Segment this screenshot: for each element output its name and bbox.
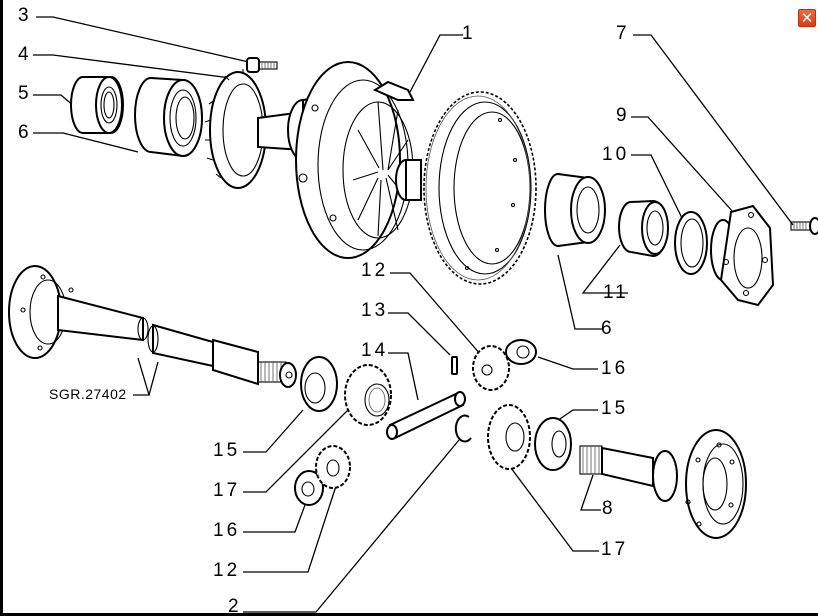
leader-5 xyxy=(33,94,76,108)
part-6-bearing-right xyxy=(544,173,606,247)
callout-1: 1 xyxy=(462,23,476,44)
leader-7 xyxy=(633,34,794,226)
parts-diagram: 3 4 5 6 1 7 9 10 11 6 12 13 14 16 15 15 … xyxy=(8,5,818,616)
part-2-circlip xyxy=(454,414,472,443)
callout-15-right: 15 xyxy=(601,398,628,419)
callout-17-left: 17 xyxy=(213,480,240,501)
close-button[interactable]: ✕ xyxy=(798,9,816,27)
callout-6-right: 6 xyxy=(601,318,615,339)
leader-12a xyxy=(390,272,482,356)
part-6-bearing-left xyxy=(134,77,203,158)
leader-8 xyxy=(580,474,601,511)
leader-2 xyxy=(243,439,460,613)
part-10-o-ring xyxy=(674,211,708,275)
callout-9: 9 xyxy=(616,105,630,126)
part-12-pinion-gear-top xyxy=(472,345,510,391)
leader-16b xyxy=(243,504,306,533)
leader-14 xyxy=(388,352,419,401)
callout-8: 8 xyxy=(602,498,616,519)
part-12-pinion-gear-bottom xyxy=(315,445,351,489)
callout-labels: 3 4 5 6 1 7 9 10 11 6 12 13 14 16 15 15 … xyxy=(18,5,630,616)
part-8-output-flange xyxy=(579,429,747,539)
part-7-screw xyxy=(790,217,818,235)
leader-10 xyxy=(631,154,684,221)
part-3-bolt xyxy=(246,57,278,73)
part-17-side-gear-left xyxy=(344,364,392,426)
callout-5: 5 xyxy=(18,83,32,104)
leader-17a xyxy=(243,409,349,493)
callout-13: 13 xyxy=(361,300,388,321)
leader-15a xyxy=(243,409,304,453)
leader-11 xyxy=(581,244,628,294)
callout-11: 11 xyxy=(603,282,629,303)
leader-13 xyxy=(388,312,451,356)
part-15-washer-left xyxy=(300,356,338,412)
leader-6a xyxy=(33,132,139,153)
part-14-pinion-shaft xyxy=(386,391,466,440)
callout-15-left: 15 xyxy=(213,440,240,461)
leader-lines xyxy=(33,16,794,613)
callout-10: 10 xyxy=(602,144,629,165)
callout-12-bottom: 12 xyxy=(213,560,240,581)
close-icon: ✕ xyxy=(800,8,814,27)
leader-3 xyxy=(36,16,254,64)
part-4-ring-nut xyxy=(204,69,267,189)
callout-3: 3 xyxy=(18,5,32,26)
leader-6b xyxy=(557,254,603,330)
part-13-pin xyxy=(451,356,458,375)
leader-1 xyxy=(409,34,463,93)
leader-17b xyxy=(510,467,599,552)
callout-16-bottom: 16 xyxy=(213,520,240,541)
leader-sgr-a xyxy=(133,357,150,396)
reference-code: SGR.27402 xyxy=(49,386,127,402)
crown-gear xyxy=(423,91,537,285)
part-17-side-gear-right xyxy=(487,404,531,470)
callout-6-left: 6 xyxy=(18,122,32,143)
leader-16a xyxy=(537,356,598,370)
leader-4 xyxy=(33,54,247,81)
callout-2: 2 xyxy=(228,596,242,616)
part-1-differential-housing xyxy=(257,61,422,259)
callout-7: 7 xyxy=(616,23,630,44)
callout-16-top: 16 xyxy=(601,358,628,379)
part-16-washer-top xyxy=(505,339,537,365)
leader-9 xyxy=(631,116,734,213)
part-5-seal xyxy=(70,76,124,134)
axle-shaft-left xyxy=(8,265,297,388)
part-16-washer-bottom xyxy=(294,470,324,506)
callout-17-right: 17 xyxy=(601,539,628,560)
part-11-seal xyxy=(618,199,669,258)
part-15-washer-right xyxy=(534,417,572,471)
leader-sgr-b xyxy=(148,361,159,396)
callout-4: 4 xyxy=(18,44,32,65)
leader-12b xyxy=(243,485,337,573)
callout-14: 14 xyxy=(361,340,388,361)
callout-12-top: 12 xyxy=(361,260,388,281)
part-9-flange-cover xyxy=(710,204,775,307)
